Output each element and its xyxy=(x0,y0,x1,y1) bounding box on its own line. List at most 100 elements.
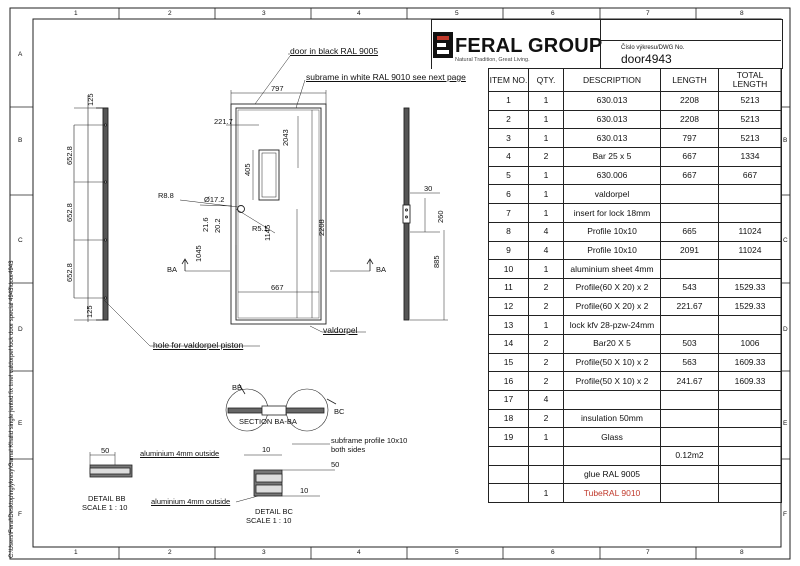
dim-405: 405 xyxy=(243,163,252,176)
bom-cell-length: 543 xyxy=(660,277,719,298)
bom-cell-length: 503 xyxy=(660,333,719,354)
bom-cell-total-length xyxy=(718,446,782,466)
row-label-right-b: B xyxy=(783,137,788,144)
bom-cell-qty xyxy=(528,464,564,485)
dim-bc-10-bot: 10 xyxy=(300,486,309,495)
bom-cell-description: 630.006 xyxy=(563,165,661,186)
dim-1145: 1145 xyxy=(263,224,272,241)
annotation-alu-outside-1: aluminium 4mm outside xyxy=(140,449,220,458)
annotation-valdorpel: valdorpel xyxy=(323,325,358,335)
col-label-top-6: 6 xyxy=(551,10,555,17)
row-label-right-e: E xyxy=(783,420,788,427)
bom-cell-length: 667 xyxy=(660,147,719,167)
bom-cell-qty: 1 xyxy=(528,165,564,186)
bom-cell-qty: 1 xyxy=(528,483,564,504)
bom-cell-description: Bar 25 x 5 xyxy=(563,147,661,167)
col-label-top-3: 3 xyxy=(262,10,266,17)
dwg-number: door4943 xyxy=(621,52,672,66)
col-label-top-5: 5 xyxy=(455,10,459,17)
bom-cell-item: 6 xyxy=(488,184,529,205)
bom-cell-description: insulation 50mm xyxy=(563,408,661,429)
row-label-left-d: D xyxy=(18,326,23,333)
bom-cell-total-length: 1334 xyxy=(718,147,782,167)
bom-cell-qty: 2 xyxy=(528,277,564,298)
bom-cell-description xyxy=(563,390,661,410)
bom-cell-item: 8 xyxy=(488,221,529,242)
bom-cell-qty: 1 xyxy=(528,109,564,130)
section-ba-title: SECTION BA-BA xyxy=(239,417,297,426)
bom-cell-total-length: 1529.33 xyxy=(718,277,782,298)
bom-cell-qty: 1 xyxy=(528,128,564,149)
bom-cell-description: Profile(50 X 10) x 2 xyxy=(563,352,661,373)
bom-cell-description: lock kfv 28-pzw-24mm xyxy=(563,315,661,335)
bom-cell-qty: 2 xyxy=(528,352,564,373)
bom-cell-length: 665 xyxy=(660,221,719,242)
label-ba-left: BA xyxy=(167,265,178,274)
bom-cell-item: 10 xyxy=(488,259,529,279)
dim-left-652-3: 652.8 xyxy=(65,263,74,282)
bom-cell-item xyxy=(488,483,529,504)
row-label-right-f: F xyxy=(783,511,787,518)
bom-cell-item: 15 xyxy=(488,352,529,373)
bom-cell-qty: 2 xyxy=(528,408,564,429)
detail-bb-title: DETAIL BB xyxy=(88,494,126,503)
bom-header-description: DESCRIPTION xyxy=(563,68,661,92)
brand-logo-icon xyxy=(433,32,453,58)
dim-bb-50: 50 xyxy=(101,446,110,455)
bom-cell-item: 18 xyxy=(488,408,529,429)
bom-cell-total-length xyxy=(718,259,782,279)
bom-cell-item: 14 xyxy=(488,333,529,354)
bom-cell-item: 2 xyxy=(488,109,529,130)
front-elevation xyxy=(179,90,374,325)
bom-cell-item: 11 xyxy=(488,277,529,298)
bom-header-length: LENGTH xyxy=(660,68,719,92)
row-label-right-c: C xyxy=(783,237,788,244)
dim-260: 260 xyxy=(436,210,445,223)
bom-cell-description: Profile 10x10 xyxy=(563,240,661,261)
annotation-subframe-white: subrame in white RAL 9010 see next page xyxy=(306,72,466,82)
col-label-top-8: 8 xyxy=(740,10,744,17)
dim-30: 30 xyxy=(424,184,433,193)
bom-cell-qty: 4 xyxy=(528,390,564,410)
bom-cell-length: 563 xyxy=(660,352,719,373)
label-bc: BC xyxy=(334,407,345,416)
bom-cell-length xyxy=(660,203,719,223)
bom-cell-total-length xyxy=(718,315,782,335)
col-label-bottom-5: 5 xyxy=(455,549,459,556)
col-label-top-2: 2 xyxy=(168,10,172,17)
bom-cell-length xyxy=(660,483,719,504)
col-label-bottom-7: 7 xyxy=(646,549,650,556)
bom-cell-item xyxy=(488,464,529,485)
file-path: C:\Users\Feral\Desktop\nglykresy\Gamal K… xyxy=(9,260,15,558)
detail-bc xyxy=(235,443,335,503)
bom-cell-item: 13 xyxy=(488,315,529,335)
bom-header-qty: QTY. xyxy=(528,68,564,92)
detail-bc-scale: SCALE 1 : 10 xyxy=(246,516,292,525)
dim-216: 21.6 xyxy=(201,217,210,232)
annotation-door-black: door in black RAL 9005 xyxy=(290,46,379,56)
bom-cell-length: 667 xyxy=(660,165,719,186)
bom-cell-total-length: 667 xyxy=(718,165,782,186)
col-label-top-4: 4 xyxy=(357,10,361,17)
dim-667: 667 xyxy=(271,283,284,292)
bom-cell-total-length xyxy=(718,408,782,429)
dim-bc-50: 50 xyxy=(331,460,340,469)
dim-2208: 2208 xyxy=(317,219,326,236)
col-label-top-7: 7 xyxy=(646,10,650,17)
col-label-bottom-4: 4 xyxy=(357,549,361,556)
bom-cell-description: TubeRAL 9010 xyxy=(563,483,661,504)
bom-cell-length xyxy=(660,408,719,429)
bom-cell-description: Profile(50 X 10) x 2 xyxy=(563,371,661,391)
bom-cell-length: 797 xyxy=(660,128,719,149)
bom-cell-item: 1 xyxy=(488,91,529,111)
bom-cell-qty: 2 xyxy=(528,296,564,317)
row-label-left-a: A xyxy=(18,51,23,58)
